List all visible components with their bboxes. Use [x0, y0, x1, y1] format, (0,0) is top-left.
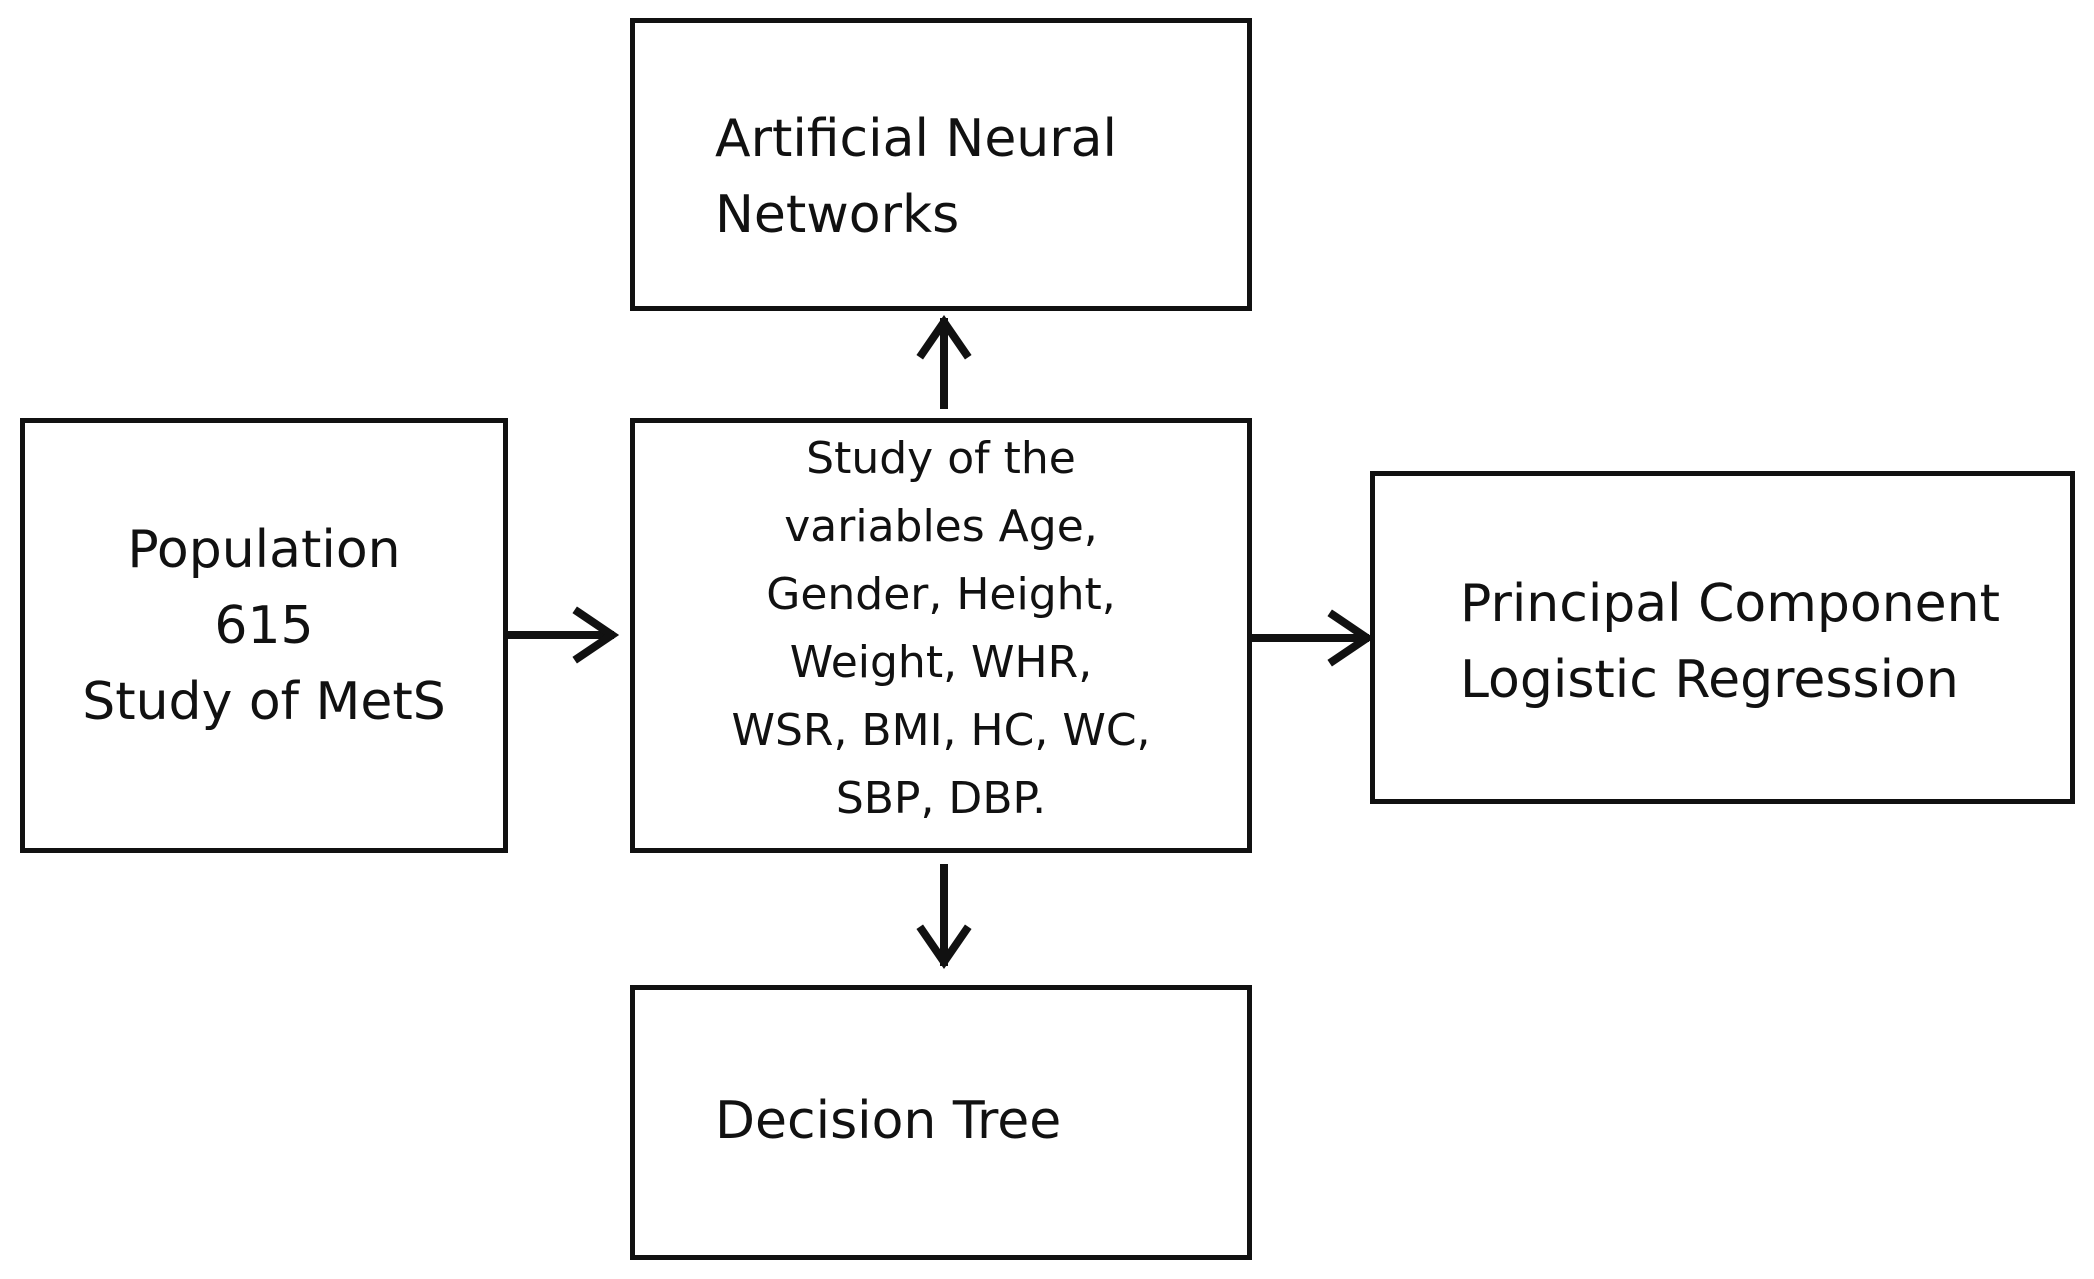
variables-line-3: Gender, Height,	[766, 568, 1116, 620]
ann-line-1: Artificial Neural	[715, 109, 1117, 169]
population-study-label: Study of MetS	[82, 671, 446, 732]
decision-tree-box: Decision Tree	[630, 985, 1252, 1260]
variables-text: Study of the variables Age, Gender, Heig…	[635, 423, 1247, 848]
variables-line-2: variables Age,	[784, 500, 1098, 552]
variables-line-4: Weight, WHR,	[789, 636, 1093, 688]
arrow-variables-to-decision-tree	[916, 864, 972, 970]
ann-text: Artificial Neural Networks	[715, 101, 1117, 253]
variables-line-1: Study of the	[806, 432, 1076, 484]
arrow-population-to-variables	[506, 606, 620, 664]
decision-tree-label: Decision Tree	[715, 1091, 1062, 1151]
pclr-line-2: Logistic Regression	[1460, 650, 1959, 710]
decision-tree-text: Decision Tree	[715, 1083, 1061, 1159]
pclr-text: Principal Component Logistic Regression	[1460, 566, 2000, 718]
population-text: Population 615 Study of MetS	[25, 423, 503, 848]
variables-box: Study of the variables Age, Gender, Heig…	[630, 418, 1252, 853]
pclr-box: Principal Component Logistic Regression	[1370, 471, 2075, 804]
population-label: Population	[127, 519, 401, 580]
population-count: 615	[214, 595, 314, 656]
variables-line-5: WSR, BMI, HC, WC,	[731, 704, 1151, 756]
population-box: Population 615 Study of MetS	[20, 418, 508, 853]
ann-line-2: Networks	[715, 185, 960, 245]
pclr-line-1: Principal Component	[1460, 574, 2001, 634]
arrow-variables-to-pclr	[1251, 609, 1375, 667]
ann-box: Artificial Neural Networks	[630, 18, 1252, 311]
variables-line-6: SBP, DBP.	[835, 772, 1047, 824]
arrow-variables-to-ann	[916, 314, 972, 409]
